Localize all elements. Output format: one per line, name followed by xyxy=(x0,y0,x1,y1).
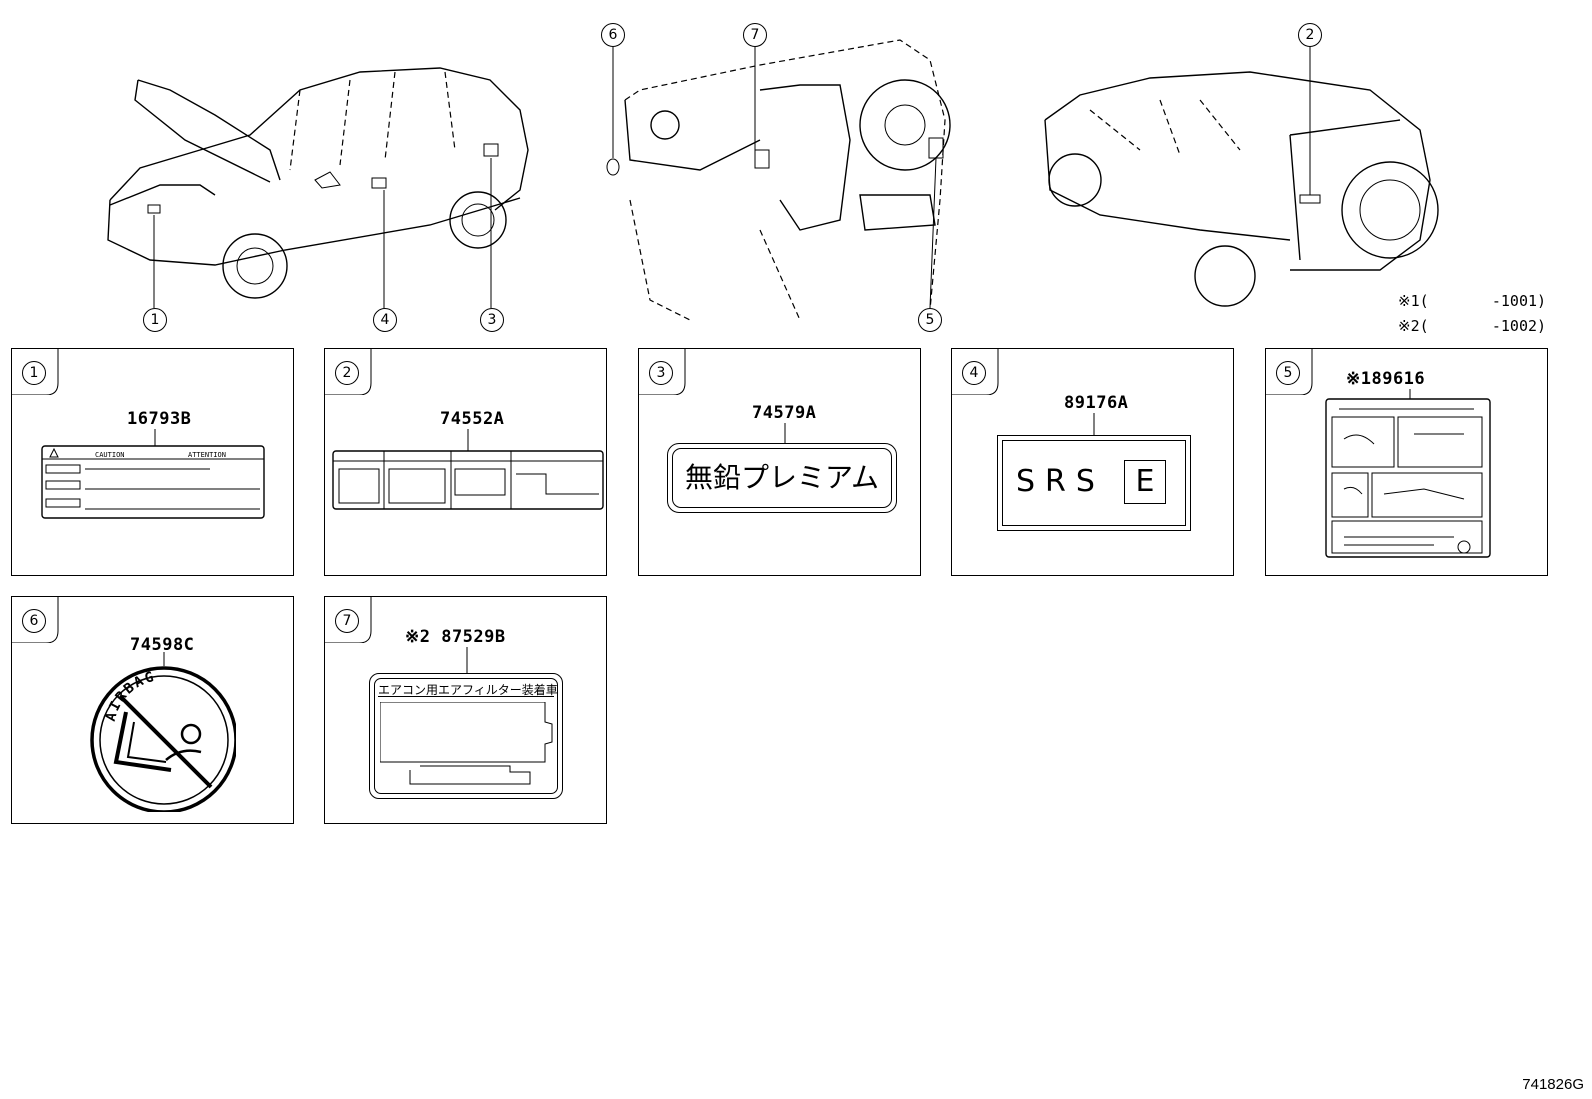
part-number: ※2 87529B xyxy=(405,627,506,647)
part-number: 89176A xyxy=(1064,393,1129,413)
panel-index: 2 xyxy=(335,361,359,385)
panel-index: 3 xyxy=(649,361,673,385)
panel-6: 6 74598C AIRBAG xyxy=(11,596,294,824)
fuel-label: 無鉛プレミアム xyxy=(667,443,897,513)
panel-7: 7 ※2 87529B エアコン用エアフィルター装着車 xyxy=(324,596,607,824)
callout-4: 4 xyxy=(373,308,397,332)
airbag-label: AIRBAG xyxy=(90,652,236,812)
panel-index: 5 xyxy=(1276,361,1300,385)
panel-5: 5 ※189616 xyxy=(1265,348,1548,576)
air-filter-title: エアコン用エアフィルター装着車 xyxy=(378,683,558,697)
note-1: ※1( -1001) xyxy=(1398,292,1547,310)
instruction-label xyxy=(1325,389,1491,558)
label-attention: ATTENTION xyxy=(188,451,226,459)
panel-index: 1 xyxy=(22,361,46,385)
vehicle-illustrations xyxy=(107,39,1439,321)
callout-6: 6 xyxy=(601,23,625,47)
callout-2: 2 xyxy=(1298,23,1322,47)
car-front-view xyxy=(107,67,529,308)
srs-box-e: E xyxy=(1124,460,1166,504)
callout-1: 1 xyxy=(143,308,167,332)
emission-label xyxy=(332,429,604,510)
car-interior-view xyxy=(606,39,951,321)
panel-1: 1 16793B CAUTION ATTENTION xyxy=(11,348,294,576)
srs-label: SRS E xyxy=(997,435,1191,531)
fuel-label-text: 無鉛プレミアム xyxy=(672,448,892,508)
caution-label: CAUTION ATTENTION xyxy=(41,429,265,519)
panel-2: 2 74552A xyxy=(324,348,607,576)
part-number: 74598C xyxy=(130,635,195,655)
panel-index: 4 xyxy=(962,361,986,385)
label-caution: CAUTION xyxy=(95,451,125,459)
car-rear-view xyxy=(1044,47,1439,307)
diagram-code: 741826G xyxy=(1522,1076,1584,1093)
part-number: 16793B xyxy=(127,409,192,429)
air-filter-label: エアコン用エアフィルター装着車 xyxy=(369,673,563,799)
callout-3: 3 xyxy=(480,308,504,332)
part-number: ※189616 xyxy=(1346,369,1426,389)
part-number: 74579A xyxy=(752,403,817,423)
note-2: ※2( -1002) xyxy=(1398,317,1547,335)
panel-4: 4 89176A SRS E xyxy=(951,348,1234,576)
callout-7: 7 xyxy=(743,23,767,47)
panel-3: 3 74579A 無鉛プレミアム xyxy=(638,348,921,576)
part-number: 74552A xyxy=(440,409,505,429)
panel-index: 6 xyxy=(22,609,46,633)
callout-5: 5 xyxy=(918,308,942,332)
panel-index: 7 xyxy=(335,609,359,633)
srs-text: SRS xyxy=(1016,464,1105,499)
